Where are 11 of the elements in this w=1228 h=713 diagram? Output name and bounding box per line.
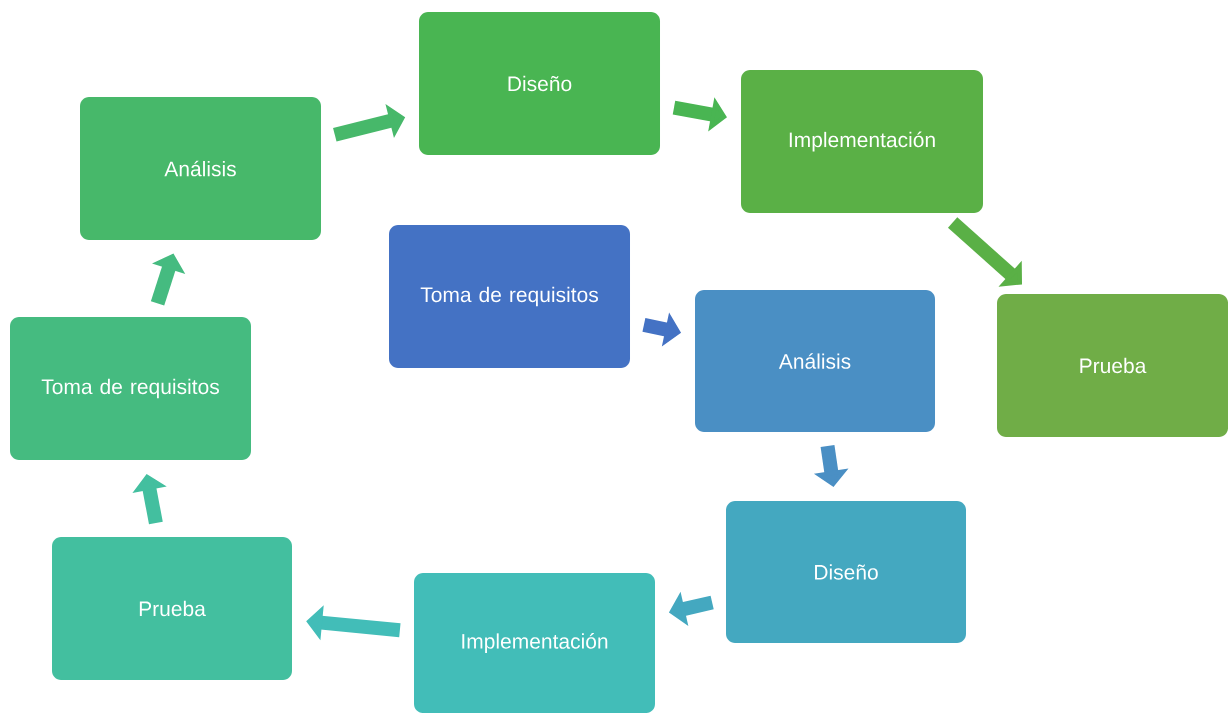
process-box: Análisis [80, 97, 321, 240]
process-box: Prueba [997, 294, 1228, 437]
process-box: Análisis [695, 290, 935, 432]
process-box: Diseño [419, 12, 660, 155]
process-box: Diseño [726, 501, 966, 643]
process-box: Implementación [414, 573, 655, 713]
process-box: Implementación [741, 70, 983, 213]
process-box: Toma de requisitos [389, 225, 630, 368]
block-arrow [948, 217, 1022, 287]
process-box: Prueba [52, 537, 292, 680]
process-box: Toma de requisitos [10, 317, 251, 460]
